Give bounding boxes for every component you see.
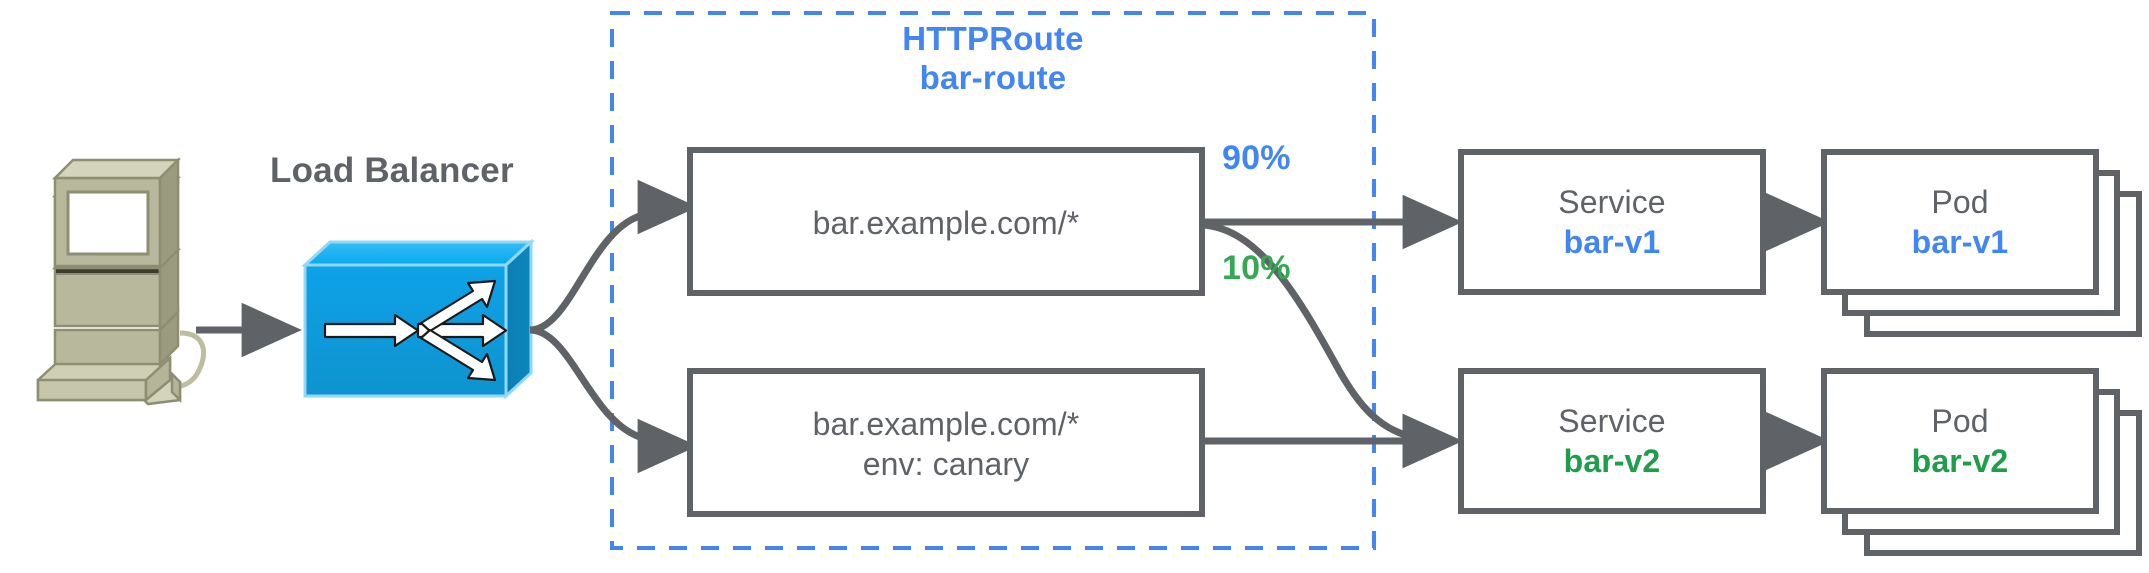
httproute-name-text: bar-route bbox=[919, 58, 1067, 96]
arrow-lb-to-rule-canary bbox=[529, 326, 698, 474]
pod-box-bar-v1[interactable] bbox=[1821, 149, 2099, 295]
pod-stack-bar-v1[interactable] bbox=[1821, 149, 2142, 337]
rule-primary-line-1: bar.example.com/* bbox=[812, 205, 1080, 241]
httproute-kind-label: HTTPRoute bar-route bbox=[612, 20, 1374, 98]
service-bar-v2-name: bar-v2 bbox=[1563, 443, 1661, 479]
arrow-lb-to-rule-primary bbox=[529, 179, 698, 334]
rule-primary-text: bar.example.com/* bbox=[690, 203, 1202, 243]
load-balancer-switch-icon bbox=[301, 238, 535, 400]
rule-box-canary[interactable] bbox=[687, 368, 1205, 517]
weight-label-90: 90% bbox=[1222, 139, 1291, 177]
pod-bar-v2-text: Pod bar-v2 bbox=[1824, 401, 2096, 481]
rule-canary-line-1: bar.example.com/* bbox=[812, 406, 1080, 442]
pod-bar-v1-kind: Pod bbox=[1931, 184, 1989, 220]
pod-bar-v1-text: Pod bar-v1 bbox=[1824, 182, 2096, 262]
service-bar-v1-text: Service bar-v1 bbox=[1461, 182, 1763, 262]
pod-bar-v2-kind: Pod bbox=[1931, 403, 1989, 439]
service-box-bar-v2[interactable] bbox=[1458, 368, 1766, 514]
rule-canary-text: bar.example.com/* env: canary bbox=[690, 404, 1202, 484]
service-bar-v2-text: Service bar-v2 bbox=[1461, 401, 1763, 481]
weight-label-10: 10% bbox=[1222, 249, 1291, 287]
httproute-kind-text: HTTPRoute bbox=[902, 20, 1084, 57]
pod-bar-v1-name: bar-v1 bbox=[1911, 224, 2009, 260]
service-bar-v1-name: bar-v1 bbox=[1563, 224, 1661, 260]
service-bar-v2-kind: Service bbox=[1558, 403, 1666, 439]
load-balancer-label: Load Balancer bbox=[270, 151, 514, 190]
service-bar-v1-kind: Service bbox=[1558, 184, 1666, 220]
desktop-computer-icon bbox=[36, 156, 206, 406]
httproute-dashed-container bbox=[610, 11, 1376, 550]
rule-box-primary[interactable] bbox=[687, 147, 1205, 296]
rule-canary-line-2: env: canary bbox=[862, 446, 1030, 482]
service-box-bar-v1[interactable] bbox=[1458, 149, 1766, 295]
pod-bar-v2-name: bar-v2 bbox=[1911, 443, 2009, 479]
pod-stack-bar-v2[interactable] bbox=[1821, 368, 2142, 556]
pod-box-bar-v2[interactable] bbox=[1821, 368, 2099, 514]
